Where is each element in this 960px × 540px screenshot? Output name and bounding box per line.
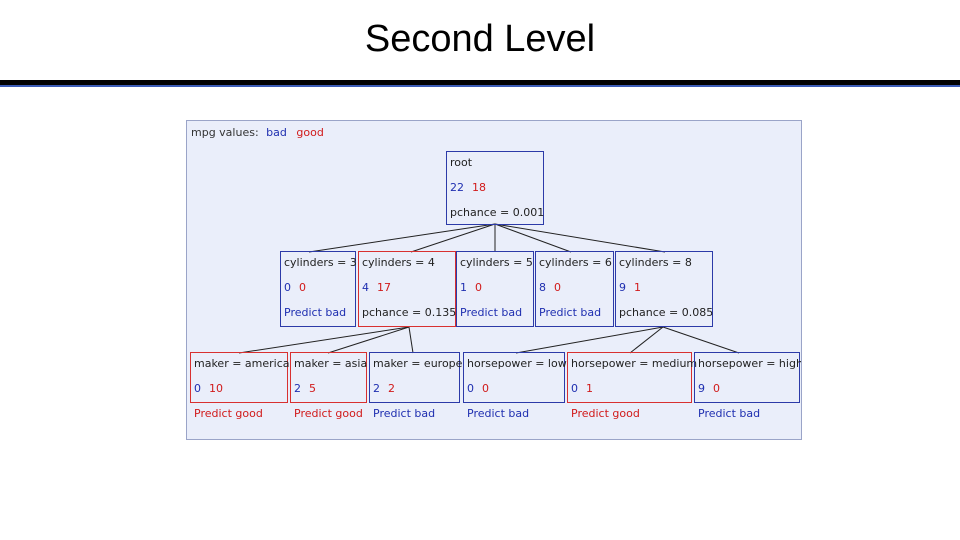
count-good: 1 — [586, 382, 593, 395]
node-footer: Predict good — [294, 407, 363, 420]
count-bad: 0 — [284, 281, 291, 294]
node-footer: Predict good — [194, 407, 263, 420]
count-bad: 0 — [194, 382, 201, 395]
node-label: cylinders = 3 — [284, 256, 357, 269]
slide-title: Second Level — [364, 18, 596, 60]
node-label: root — [450, 156, 473, 169]
tree-node-root: root 22 18 pchance = 0.001 — [446, 151, 544, 225]
edge-cyl8-high — [662, 326, 740, 354]
count-good: 18 — [472, 181, 486, 194]
count-good: 0 — [475, 281, 482, 294]
count-bad: 9 — [619, 281, 626, 294]
count-good: 17 — [377, 281, 391, 294]
node-footer: Predict bad — [539, 306, 602, 319]
node-counts: 4 17 — [362, 281, 391, 294]
edge-root-cyl8 — [494, 223, 666, 253]
node-footer: pchance = 0.001 — [450, 206, 545, 219]
count-good: 0 — [299, 281, 306, 294]
node-label: horsepower = low — [467, 357, 567, 370]
edge-cyl4-europe — [408, 326, 414, 354]
edge-cyl8-low — [515, 326, 664, 354]
count-good: 0 — [554, 281, 561, 294]
node-counts: 0 10 — [194, 382, 223, 395]
tree-node-cylinders-4: cylinders = 4 4 17 pchance = 0.135 — [358, 251, 456, 327]
edge-cyl4-america — [238, 326, 410, 354]
node-footer: Predict bad — [460, 306, 523, 319]
node-footer: Predict bad — [698, 407, 761, 420]
count-good: 5 — [309, 382, 316, 395]
node-footer: Predict bad — [284, 306, 347, 319]
count-good: 0 — [713, 382, 720, 395]
count-bad: 0 — [571, 382, 578, 395]
node-label: cylinders = 6 — [539, 256, 612, 269]
tree-edges — [238, 223, 740, 354]
edge-root-cyl4 — [410, 223, 496, 253]
legend-bad: bad — [266, 126, 287, 139]
count-good: 0 — [482, 382, 489, 395]
count-bad: 1 — [460, 281, 467, 294]
mpg-legend: mpg values: bad good — [191, 126, 324, 139]
tree-node-maker-america: maker = america 0 10 Predict good — [190, 352, 290, 420]
edge-root-cyl6 — [494, 223, 572, 253]
count-bad: 0 — [467, 382, 474, 395]
legend-good: good — [296, 126, 324, 139]
count-bad: 22 — [450, 181, 464, 194]
title-rule-accent — [0, 85, 960, 87]
count-bad: 4 — [362, 281, 369, 294]
count-bad: 2 — [294, 382, 301, 395]
edge-root-cyl3 — [308, 223, 496, 253]
count-good: 1 — [634, 281, 641, 294]
node-label: horsepower = medium — [571, 357, 698, 370]
node-label: maker = europe — [373, 357, 463, 370]
node-footer: pchance = 0.085 — [619, 306, 714, 319]
count-bad: 2 — [373, 382, 380, 395]
node-label: cylinders = 4 — [362, 256, 435, 269]
count-bad: 9 — [698, 382, 705, 395]
edge-cyl8-medium — [629, 326, 664, 354]
node-label: maker = asia — [294, 357, 368, 370]
node-footer: Predict bad — [373, 407, 436, 420]
node-footer: Predict bad — [467, 407, 530, 420]
count-good: 10 — [209, 382, 223, 395]
count-bad: 8 — [539, 281, 546, 294]
legend-label: mpg values: — [191, 126, 259, 139]
title-rule — [0, 80, 960, 85]
node-label: cylinders = 8 — [619, 256, 692, 269]
node-footer: pchance = 0.135 — [362, 306, 457, 319]
node-label: cylinders = 5 — [460, 256, 533, 269]
edge-cyl4-asia — [327, 326, 410, 354]
node-footer: Predict good — [571, 407, 640, 420]
count-good: 2 — [388, 382, 395, 395]
node-label: maker = america — [194, 357, 290, 370]
node-counts: 22 18 — [450, 181, 486, 194]
node-label: horsepower = high — [698, 357, 802, 370]
